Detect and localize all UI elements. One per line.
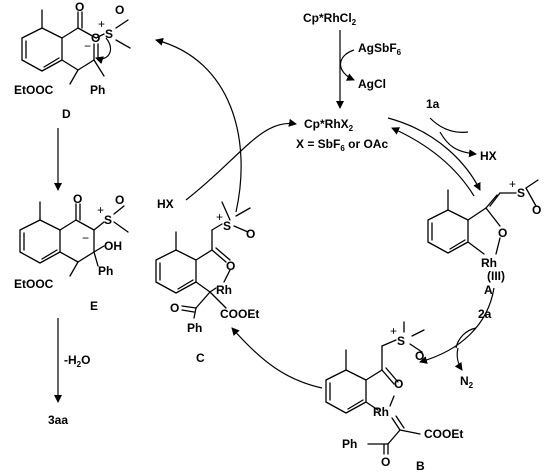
C-sulfoxide-O: O [246, 227, 255, 241]
compound-D-structure [21, 9, 131, 85]
D-sulfur-charge: + [98, 17, 105, 31]
active-catalyst: Cp*RhX2 [304, 117, 354, 133]
D-ketone-O: O [75, 0, 84, 14]
B-sulfur: S [397, 334, 405, 348]
A-sulfur: S [517, 186, 525, 200]
A-rh-oxidation: (III) [487, 269, 505, 283]
compound-E-structure [19, 201, 129, 277]
B-phenyl: Ph [342, 437, 357, 451]
B-ketone-O: O [381, 455, 390, 469]
hx-out-arrow [439, 131, 477, 158]
D-phenyl: Ph [90, 83, 105, 97]
E-hydroxyl: OH [104, 239, 122, 253]
E-sulfur-charge: + [97, 203, 104, 217]
C-rhodium: Rh [216, 283, 232, 297]
1a-in-arrow [429, 117, 469, 133]
E-ketone-O: O [73, 192, 82, 206]
arrow-C-to-catalyst [185, 118, 297, 201]
x-definition: X = SbF6 or OAc [296, 137, 388, 153]
D-sulfur: S [105, 27, 113, 41]
dehydration-step: -H2O [64, 353, 90, 369]
agcl-byproduct: AgCl [358, 77, 386, 91]
A-sulfoxide-O: O [532, 203, 541, 217]
reverse-arrow-from-A [391, 127, 475, 197]
C-sulfur: S [223, 219, 231, 233]
C-coord-O: O [226, 259, 235, 273]
D-ester: EtOOC [14, 83, 54, 97]
n2-released: N2 [460, 374, 474, 390]
D-carbanion: − [84, 39, 91, 53]
compound-A-structure [427, 179, 539, 255]
agcl-release-arrow [339, 49, 355, 81]
B-sulfur-charge: + [390, 324, 397, 338]
A-sulfur-charge: + [509, 177, 516, 191]
n2-out-arrow [454, 347, 463, 371]
D-ketone2-O: O [91, 31, 100, 45]
A-ring-O: O [498, 226, 507, 240]
E-sulfoxide-O: O [115, 193, 124, 207]
arrow-A-to-B [419, 287, 495, 364]
E-carbanion: − [82, 231, 89, 245]
arrow-B-to-C [231, 327, 323, 389]
D-sulfoxide-O: O [115, 3, 124, 17]
A-rhodium: Rh [481, 256, 497, 270]
label-B: B [416, 459, 425, 473]
C-ester: COOEt [220, 307, 259, 321]
arrow-to-D [155, 37, 242, 213]
label-D: D [62, 107, 71, 121]
hx-released: HX [480, 149, 497, 163]
E-ester: EtOOC [14, 277, 54, 291]
product-3aa: 3aa [48, 413, 68, 427]
C-sulfur-charge: + [216, 210, 223, 224]
B-ester: COOEt [424, 427, 463, 441]
E-sulfur: S [104, 213, 112, 227]
label-C: C [196, 351, 205, 365]
C-ketone-O: O [170, 301, 179, 315]
2a-in-arrow [455, 327, 477, 349]
forward-arrow-to-A [387, 117, 481, 191]
B-sulfoxide-O: O [415, 349, 424, 363]
B-ring-O: O [394, 377, 403, 391]
C-phenyl: Ph [187, 321, 202, 335]
compound-C-structure [155, 201, 251, 319]
label-A: A [484, 283, 493, 297]
B-rhodium: Rh [373, 405, 389, 419]
reagent-2a: 2a [478, 307, 492, 321]
catalyst-precursor: Cp*RhCl2 [303, 11, 357, 27]
reagent-1a: 1a [426, 97, 440, 111]
silver-additive: AgSbF6 [358, 41, 402, 57]
E-phenyl: Ph [98, 264, 113, 278]
label-E: E [90, 299, 98, 313]
hx-consumed: HX [157, 197, 174, 211]
compound-B-structure [325, 321, 425, 455]
